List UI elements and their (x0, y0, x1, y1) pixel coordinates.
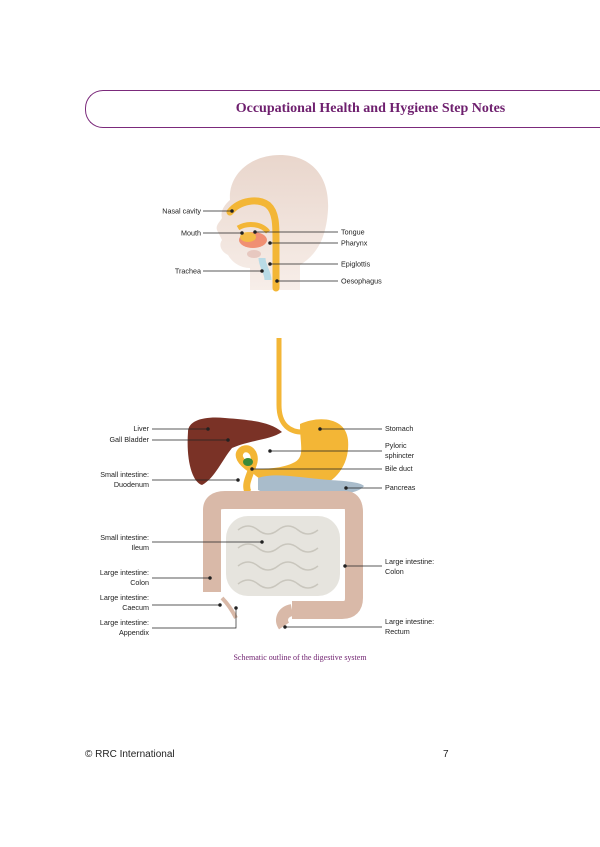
label-pancreas: Pancreas (385, 483, 416, 492)
copyright-notice: © RRC International (85, 749, 175, 760)
header-banner: Occupational Health and Hygiene Step Not… (85, 90, 600, 128)
label-colon-right-line1: Large intestine: (385, 557, 434, 566)
label-pyloric-line2: sphincter (385, 451, 415, 460)
label-colon-left-line2: Colon (130, 578, 149, 587)
label-colon-right-line2: Colon (385, 567, 404, 576)
label-nasal-cavity: Nasal cavity (162, 207, 201, 216)
label-trachea: Trachea (175, 267, 201, 276)
label-caecum-line1: Large intestine: (100, 593, 149, 602)
label-oesophagus: Oesophagus (341, 277, 382, 286)
label-rectum-line2: Rectum (385, 627, 410, 636)
label-mouth: Mouth (181, 229, 201, 238)
label-colon-left-line1: Large intestine: (100, 568, 149, 577)
label-epiglottis: Epiglottis (341, 260, 371, 269)
label-gall-bladder: Gall Bladder (109, 435, 149, 444)
label-pharynx: Pharynx (341, 239, 368, 248)
label-ileum-line1: Small intestine: (100, 533, 149, 542)
page-title: Occupational Health and Hygiene Step Not… (235, 101, 506, 116)
label-appendix-line2: Appendix (119, 628, 149, 637)
digestive-illustration (187, 338, 364, 630)
figure-caption: Schematic outline of the digestive syste… (233, 653, 367, 662)
label-stomach: Stomach (385, 424, 413, 433)
label-duodenum-line1: Small intestine: (100, 470, 149, 479)
label-rectum-line1: Large intestine: (385, 617, 434, 626)
label-liver: Liver (133, 424, 149, 433)
label-caecum-line2: Caecum (122, 603, 149, 612)
label-bile-duct: Bile duct (385, 464, 413, 473)
head-illustration (216, 155, 329, 292)
page-number: 7 (443, 749, 449, 760)
label-appendix-line1: Large intestine: (100, 618, 149, 627)
label-duodenum-line2: Duodenum (114, 480, 149, 489)
label-tongue: Tongue (341, 228, 365, 237)
label-ileum-line2: Ileum (131, 543, 149, 552)
label-pyloric-line1: Pyloric (385, 441, 407, 450)
